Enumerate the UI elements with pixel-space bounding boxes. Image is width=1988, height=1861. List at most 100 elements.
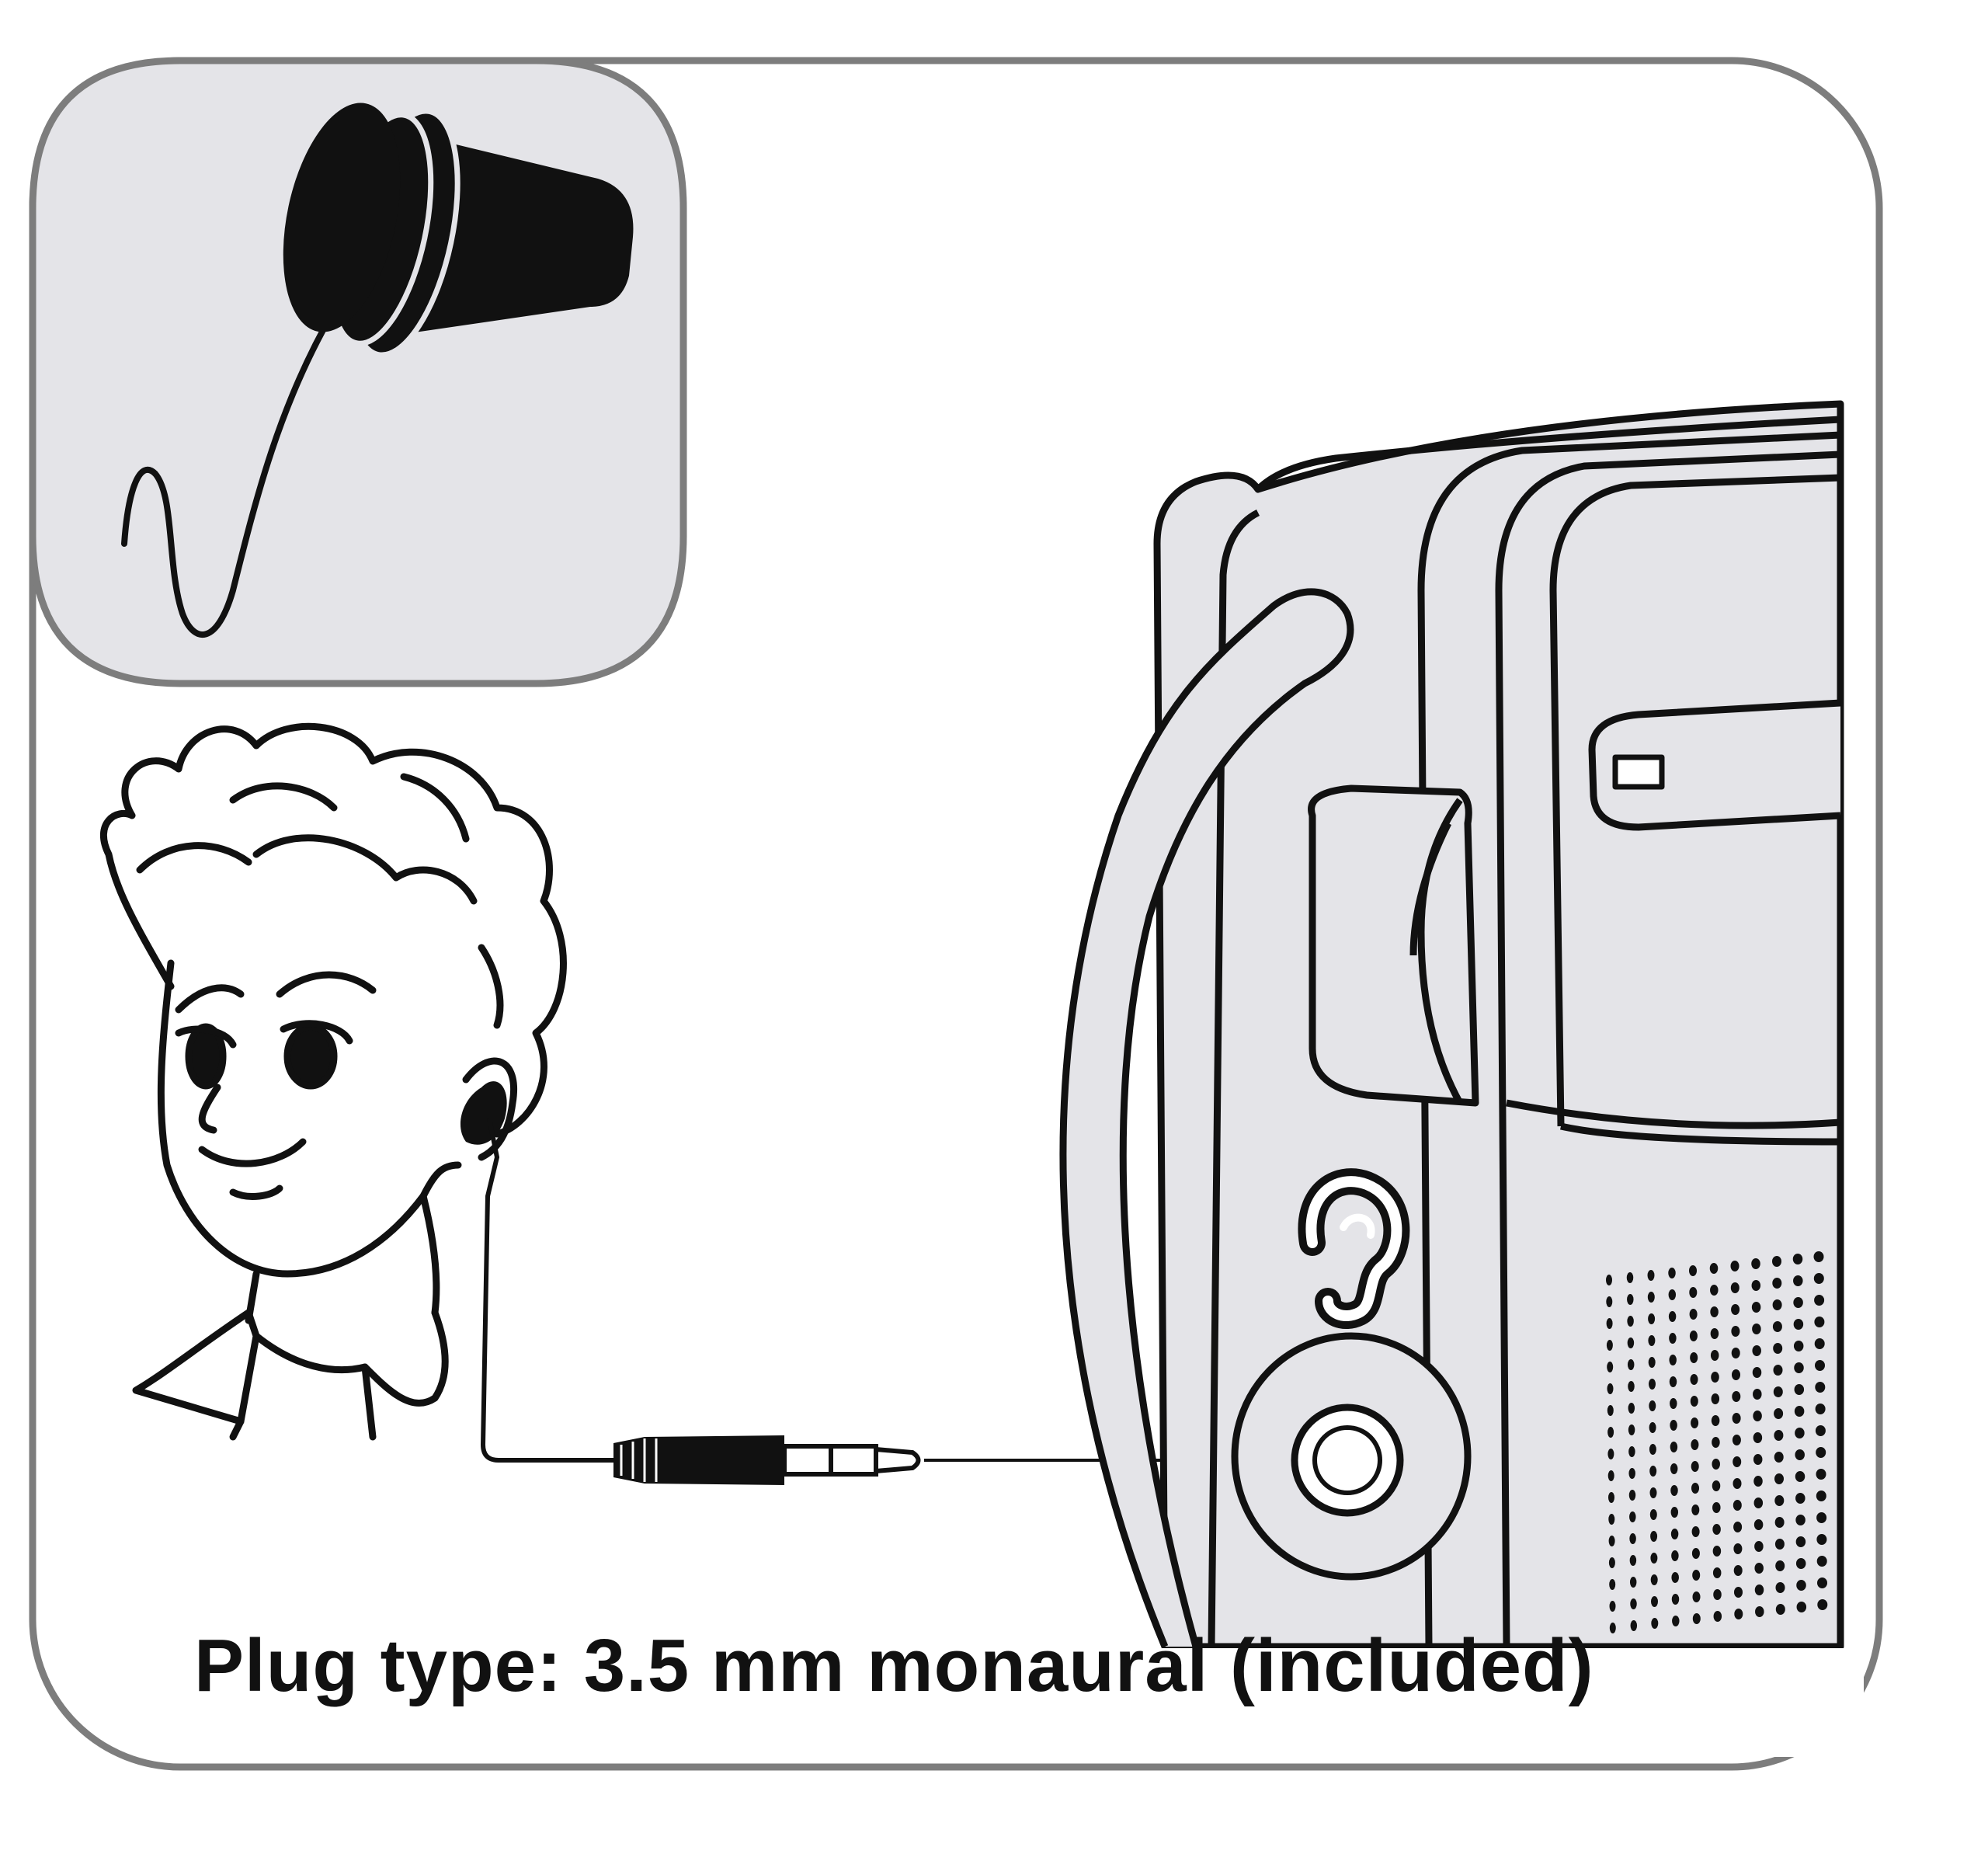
grille-hole: [1815, 1360, 1825, 1371]
grille-hole: [1775, 1560, 1785, 1571]
grille-hole: [1816, 1491, 1826, 1501]
grille-hole: [1628, 1468, 1635, 1479]
grille-hole: [1691, 1504, 1700, 1515]
grille-hole: [1671, 1572, 1679, 1583]
grille-hole: [1773, 1386, 1783, 1397]
grille-hole: [1692, 1570, 1701, 1581]
grille-hole: [1732, 1435, 1741, 1445]
grille-hole: [1689, 1265, 1697, 1276]
grille-hole: [1628, 1446, 1635, 1457]
grille-hole: [1796, 1602, 1807, 1612]
grille-hole: [1606, 1318, 1613, 1329]
grille-hole: [1753, 1454, 1763, 1465]
grille-hole: [1647, 1292, 1655, 1303]
grille-hole: [1649, 1466, 1657, 1477]
grille-hole: [1753, 1432, 1763, 1443]
grille-hole: [1733, 1543, 1743, 1554]
grille-hole: [1670, 1485, 1678, 1496]
grille-hole: [1816, 1512, 1827, 1523]
hair: [100, 722, 567, 1138]
grille-hole: [1775, 1604, 1785, 1615]
grille-hole: [1669, 1355, 1677, 1365]
grille-hole: [1669, 1376, 1677, 1387]
grille-hole: [1732, 1413, 1741, 1424]
grille-hole: [1651, 1596, 1658, 1607]
grille-hole: [1691, 1548, 1700, 1559]
grille-hole: [1773, 1343, 1783, 1354]
grille-hole: [1731, 1304, 1740, 1315]
grille-hole: [1752, 1367, 1762, 1378]
grille-hole: [1670, 1398, 1677, 1409]
grille-hole: [1607, 1383, 1614, 1394]
grille-hole: [1775, 1582, 1785, 1593]
grille-hole: [1814, 1317, 1825, 1327]
grille-hole: [1816, 1447, 1826, 1458]
grille-hole: [1731, 1326, 1740, 1337]
grille-hole: [1651, 1618, 1659, 1629]
grille-hole: [1713, 1611, 1722, 1622]
radio-device: [1059, 400, 1844, 1651]
grille-hole: [1630, 1620, 1638, 1631]
grille-hole: [1690, 1374, 1698, 1385]
grille-hole: [1794, 1384, 1805, 1395]
grille-hole: [1732, 1391, 1741, 1402]
grille-hole: [1649, 1487, 1657, 1498]
grille-hole: [1733, 1565, 1743, 1576]
grille-hole: [1751, 1258, 1760, 1269]
grille-hole: [1751, 1302, 1761, 1313]
grille-hole: [1671, 1594, 1680, 1605]
grille-hole: [1754, 1541, 1764, 1552]
grille-hole: [1734, 1587, 1743, 1598]
grille-hole: [1628, 1424, 1635, 1435]
grille-hole: [1795, 1515, 1806, 1525]
grille-hole: [1753, 1497, 1764, 1508]
grille-hole: [1607, 1449, 1614, 1459]
grille-hole: [1607, 1470, 1614, 1481]
grille-hole: [1712, 1524, 1721, 1535]
grille-hole: [1648, 1335, 1656, 1346]
grille-hole: [1609, 1601, 1616, 1612]
grille-hole: [1710, 1350, 1719, 1361]
grille-hole: [1647, 1270, 1655, 1281]
grille-hole: [1670, 1463, 1678, 1474]
grille-hole: [1774, 1495, 1785, 1506]
audio-plug-icon: [613, 1435, 1351, 1485]
grille-hole: [1814, 1295, 1825, 1306]
grille-hole: [1794, 1406, 1805, 1417]
grille-hole: [1691, 1526, 1700, 1537]
grille-hole: [1817, 1599, 1828, 1610]
grille-hole: [1690, 1352, 1698, 1363]
grille-hole: [1794, 1362, 1804, 1373]
grille-hole: [1710, 1306, 1719, 1317]
grille-hole: [1629, 1511, 1636, 1522]
grille-hole: [1753, 1389, 1762, 1400]
grille-hole: [1710, 1285, 1719, 1296]
grille-hole: [1691, 1417, 1699, 1428]
grille-hole: [1668, 1311, 1677, 1322]
grille-hole: [1733, 1456, 1742, 1467]
grille-hole: [1648, 1357, 1656, 1368]
grille-hole: [1627, 1337, 1635, 1348]
cable: [460, 1081, 621, 1463]
grille-hole: [1689, 1331, 1698, 1341]
grille-hole: [1627, 1294, 1634, 1305]
ear-icon: [1298, 1168, 1410, 1329]
grille-hole: [1793, 1275, 1803, 1286]
grille-hole: [1754, 1584, 1764, 1595]
grille-hole: [1795, 1558, 1806, 1569]
grille-hole: [1606, 1296, 1613, 1307]
grille-hole: [1672, 1616, 1680, 1626]
grille-hole: [1710, 1328, 1719, 1339]
grille-hole: [1670, 1529, 1679, 1539]
grille-hole: [1629, 1533, 1636, 1544]
grille-hole: [1772, 1256, 1781, 1267]
grille-hole: [1650, 1531, 1658, 1542]
grille-hole: [1814, 1338, 1825, 1349]
grille-hole: [1670, 1507, 1679, 1518]
grille-hole: [1753, 1519, 1764, 1530]
grille-hole: [1774, 1430, 1784, 1441]
grille-hole: [1626, 1272, 1634, 1283]
grille-hole: [1796, 1580, 1806, 1591]
grille-hole: [1606, 1340, 1613, 1351]
